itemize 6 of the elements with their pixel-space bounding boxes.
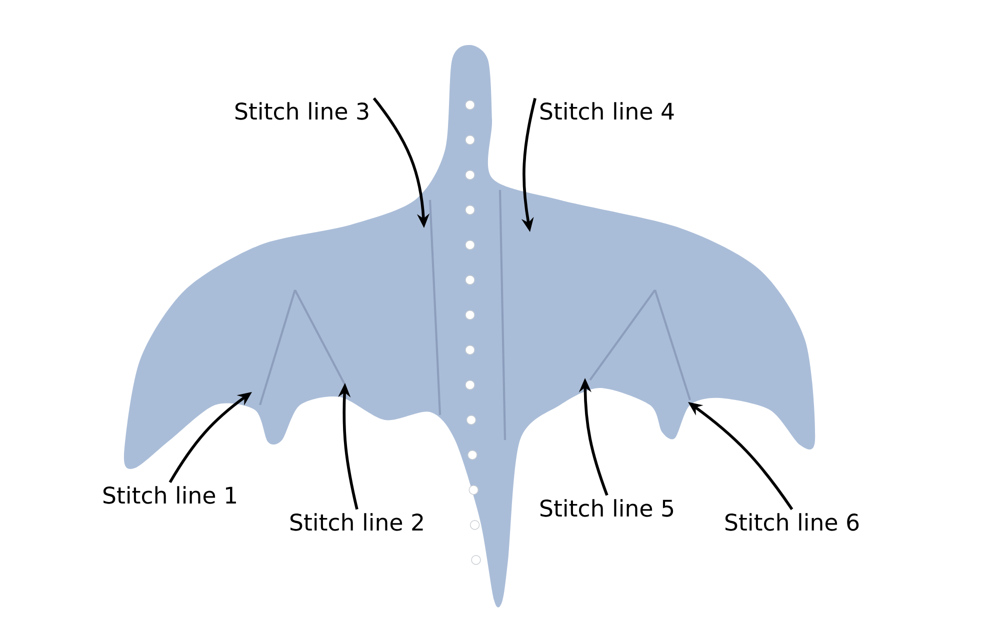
stitch-label: Stitch line 4 <box>540 102 674 120</box>
stitch-label: Stitch line 5 <box>540 499 674 517</box>
stitch-label: Stitch line 1 <box>103 486 236 504</box>
stitch-label: Stitch line 3 <box>235 102 368 120</box>
stitch-label: Stitch line 6 <box>725 513 859 531</box>
stitch-label: Stitch line 2 <box>290 513 423 531</box>
